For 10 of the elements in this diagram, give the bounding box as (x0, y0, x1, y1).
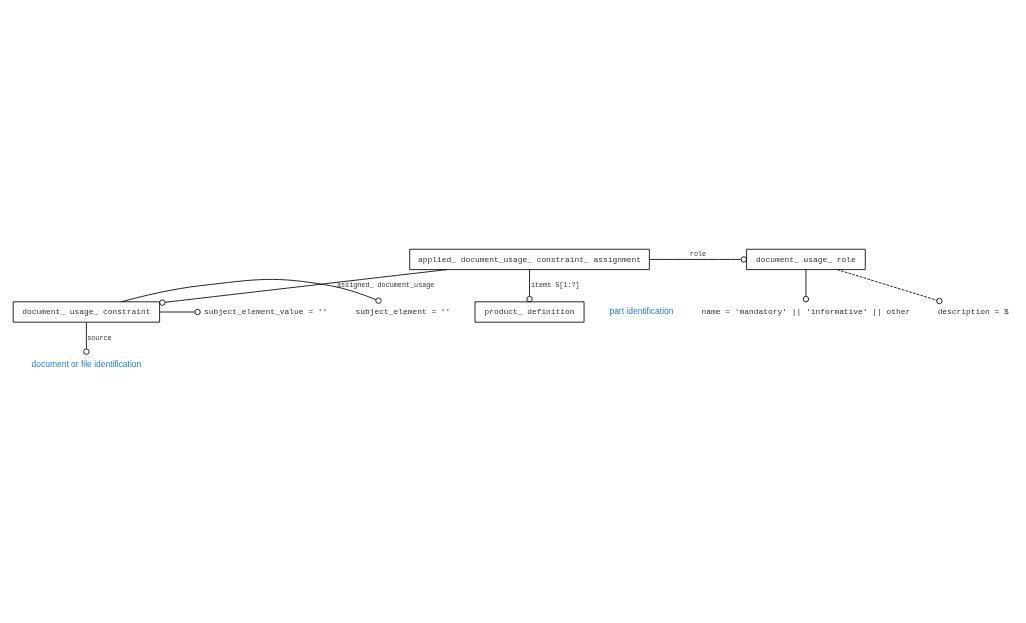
connector (159, 308, 201, 315)
connector (159, 268, 448, 306)
connector (83, 321, 90, 355)
node-label: part identification (609, 305, 674, 316)
node-text: document or file identification (31, 358, 142, 369)
connector (836, 268, 943, 304)
connector (526, 268, 533, 302)
connector (802, 268, 810, 302)
connector (649, 255, 747, 263)
connector (120, 278, 382, 304)
